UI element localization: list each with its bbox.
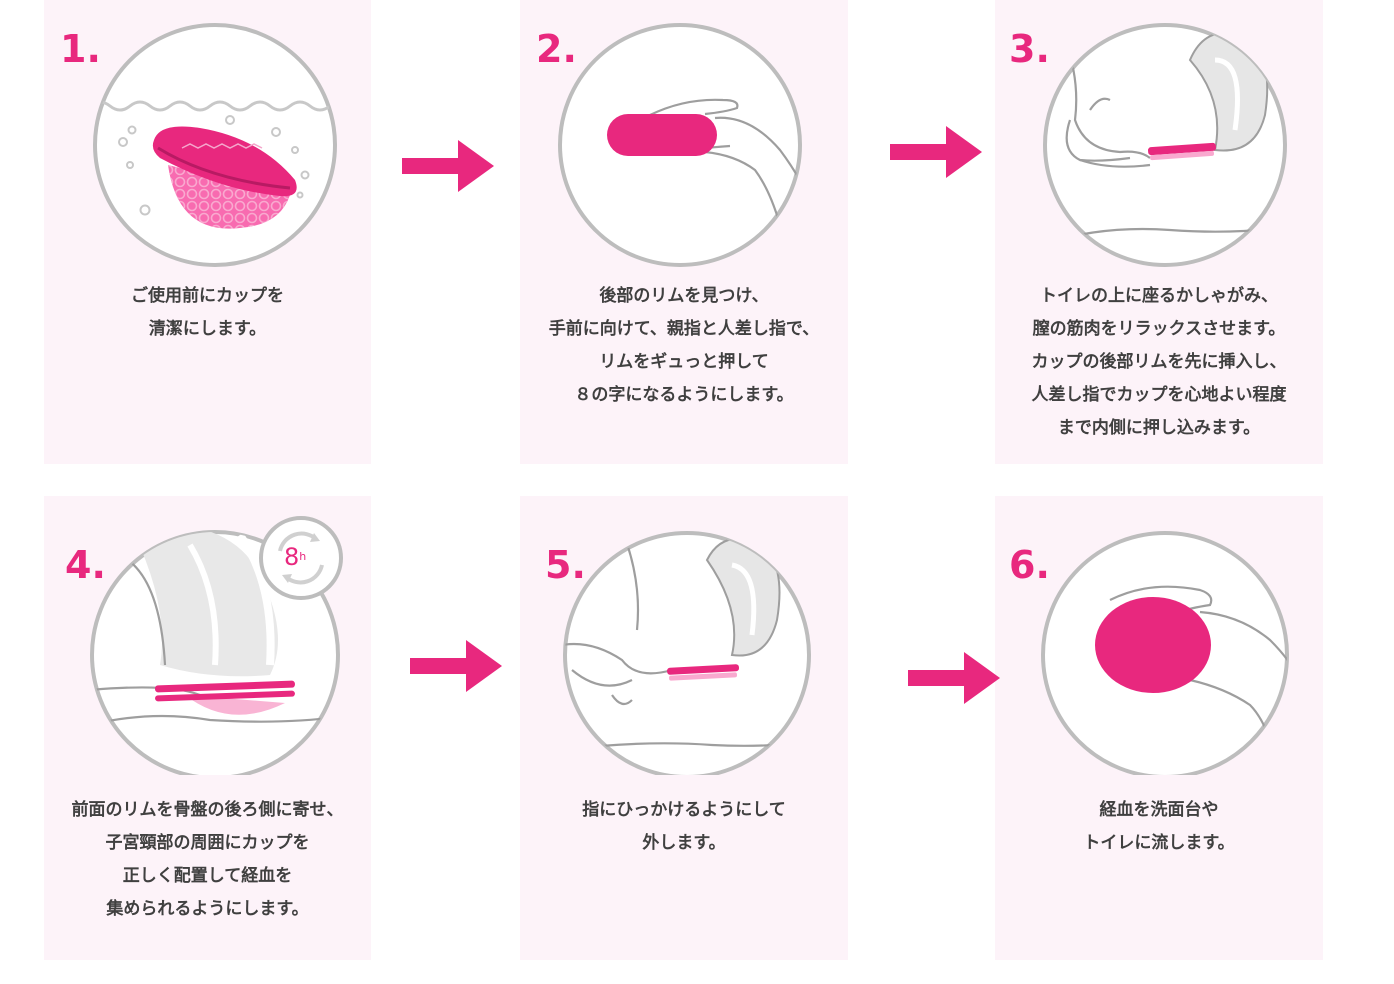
timer-badge-value: 8h [284, 543, 306, 571]
timer-unit: h [299, 550, 307, 563]
caption-line: 経血を洗面台や [1099, 800, 1219, 820]
arrow-right-icon [410, 640, 502, 692]
step-caption-3: トイレの上に座るかしゃがみ、 膣の筋肉をリラックスさせます。 カップの後部リムを… [995, 280, 1323, 445]
step-caption-5: 指にひっかけるようにして 外します。 [520, 794, 848, 860]
cup-in-water-icon [93, 23, 337, 267]
removing-cup-icon [563, 531, 811, 775]
arrow-right-icon [402, 140, 494, 192]
caption-line: 子宮頸部の周囲にカップを [105, 833, 310, 853]
caption-line: 集められるようにします。 [106, 899, 309, 919]
step-caption-1: ご使用前にカップを 清潔にします。 [44, 280, 371, 346]
caption-line: カップの後部リムを先に挿入し、 [1031, 352, 1287, 372]
caption-line: 正しく配置して経血を [122, 866, 293, 886]
caption-line: 外します。 [642, 833, 726, 853]
inserting-cup-icon [1043, 23, 1287, 267]
step-number-5: 5. [545, 543, 586, 587]
caption-line: トイレの上に座るかしゃがみ、 [1040, 286, 1278, 306]
hand-holding-cup-icon [1041, 531, 1289, 775]
caption-line: リムをギュっと押して [599, 352, 769, 372]
caption-line: ８の字になるようにします。 [574, 385, 794, 405]
caption-line: トイレに流します。 [1083, 833, 1235, 853]
caption-line: 指にひっかけるようにして [582, 800, 786, 820]
caption-line: 前面のリムを骨盤の後ろ側に寄せ、 [71, 800, 344, 820]
step-number-6: 6. [1009, 543, 1050, 587]
step-number-1: 1. [60, 27, 101, 71]
step-number-3: 3. [1009, 27, 1050, 71]
step-number-4: 4. [65, 543, 106, 587]
caption-line: 手前に向けて、親指と人差し指で、 [548, 319, 820, 339]
step-caption-4: 前面のリムを骨盤の後ろ側に寄せ、 子宮頸部の周囲にカップを 正しく配置して経血を… [44, 794, 371, 926]
cup-positioned-icon [90, 530, 340, 775]
caption-line: 清潔にします。 [148, 319, 267, 339]
timer-badge-icon [259, 516, 343, 600]
step-caption-6: 経血を洗面台や トイレに流します。 [995, 794, 1323, 860]
step-caption-2: 後部のリムを見つけ、 手前に向けて、親指と人差し指で、 リムをギュっと押して ８… [520, 280, 848, 412]
caption-line: 膣の筋肉をリラックスさせます。 [1032, 319, 1286, 339]
caption-line: まで内側に押し込みます。 [1057, 418, 1261, 438]
step-number-2: 2. [536, 27, 577, 71]
hand-folding-cup-icon [558, 23, 802, 267]
caption-line: ご使用前にカップを [131, 286, 284, 306]
caption-line: 後部のリムを見つけ、 [599, 286, 769, 306]
arrow-right-icon [890, 126, 982, 178]
caption-line: 人差し指でカップを心地よい程度 [1031, 385, 1287, 405]
arrow-right-icon [908, 652, 1000, 704]
timer-hours: 8 [284, 543, 300, 571]
